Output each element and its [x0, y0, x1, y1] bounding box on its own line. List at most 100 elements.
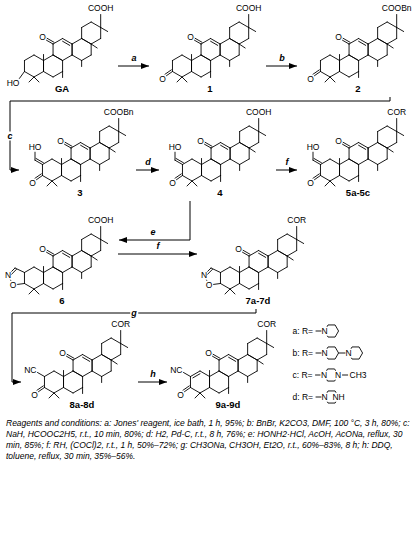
bond-line: [34, 55, 44, 61]
compound-structure: CORONCO8a-8d: [24, 318, 136, 412]
bond-line: [249, 267, 259, 273]
bond-line: [100, 143, 110, 149]
bond-line: [287, 234, 297, 240]
bond-line: [257, 355, 267, 361]
skeleton: [152, 2, 264, 96]
bond-line: [83, 355, 93, 361]
bond-line: [230, 284, 240, 290]
bond-line: [328, 337, 335, 338]
bond-line: [101, 344, 102, 355]
bond-line: [378, 39, 388, 45]
bond-line: [248, 28, 249, 39]
compound-structure: COROHOO5a-5c: [300, 106, 412, 200]
atom-label: O: [9, 281, 17, 290]
bond-line: [72, 39, 82, 45]
bond-line: [278, 234, 288, 240]
bond-line: [230, 289, 235, 294]
bond-line: [349, 159, 359, 165]
atom-label: O: [169, 178, 177, 187]
bond-line: [83, 357, 90, 361]
bond-line: [43, 61, 44, 72]
bond-line: [330, 55, 340, 61]
bond-line: [82, 251, 92, 257]
bond-line: [92, 360, 93, 371]
bond-line: [239, 22, 249, 28]
bond-line: [387, 22, 397, 28]
bond-line: [42, 159, 52, 165]
bond-line: [43, 267, 44, 273]
bond-line: [211, 159, 221, 165]
bond-line: [24, 55, 34, 61]
bond-line: [249, 126, 259, 132]
bond-line: [90, 148, 91, 159]
bond-line: [63, 371, 64, 377]
reagent-letter: e: [149, 228, 156, 237]
bond-line: [220, 44, 221, 55]
bond-line: [377, 61, 378, 67]
bond-line: [340, 159, 350, 165]
atom-label: NC: [170, 366, 183, 375]
bond-line: [72, 256, 73, 267]
bond-line: [328, 390, 335, 391]
bond-line: [42, 165, 43, 176]
bond-line: [192, 176, 202, 182]
atom-label: COR: [257, 320, 277, 329]
bond-line: [34, 72, 44, 78]
bond-line: [211, 39, 221, 45]
bond-line: [101, 28, 108, 32]
bond-line: [53, 55, 63, 61]
bond-line: [239, 44, 240, 55]
bond-line: [378, 143, 388, 149]
bond-line: [238, 360, 239, 371]
bond-line: [209, 377, 210, 388]
bond-line: [258, 273, 259, 284]
bond-line: [201, 44, 202, 55]
bond-line: [100, 240, 101, 251]
bond-line: [111, 355, 121, 361]
bond-line: [118, 132, 119, 143]
reaction-arrow: [10, 97, 390, 170]
bond-line: [278, 251, 288, 257]
compound-number: 3: [77, 188, 83, 198]
bond-line: [102, 355, 112, 361]
atom-label: COOBn: [381, 4, 412, 13]
bond-line: [73, 371, 83, 377]
bond-line: [259, 267, 269, 273]
bond-line: [339, 165, 340, 176]
bond-line: [368, 148, 369, 159]
atom-label: O: [235, 245, 243, 254]
bond-line: [349, 176, 359, 182]
bond-line: [111, 360, 117, 364]
bond-line: [73, 388, 83, 394]
compound-number: 6: [59, 296, 65, 306]
bond-line: [43, 55, 44, 61]
bond-line: [172, 55, 182, 61]
bond-line: [359, 143, 369, 149]
bond-line: [378, 143, 388, 149]
compound-number: 1: [207, 84, 213, 94]
bond-line: [387, 148, 388, 159]
bond-line: [71, 176, 81, 182]
bond-line: [257, 338, 267, 344]
bond-line: [277, 273, 278, 279]
atom-label: COOH: [87, 4, 114, 13]
bond-line: [335, 353, 339, 359]
r-group-label: N: [345, 349, 352, 358]
bond-line: [92, 355, 102, 361]
bond-line: [359, 159, 369, 165]
atom-label: O: [197, 137, 205, 146]
bond-line: [34, 289, 39, 294]
bond-line: [67, 354, 74, 358]
reaction-arrow: [138, 382, 167, 383]
atom-label: O: [39, 33, 47, 42]
bond-line: [230, 159, 240, 165]
bond-line: [396, 119, 397, 132]
bond-line: [352, 346, 359, 347]
reagent-letter: f: [156, 242, 161, 251]
compound-number: 5a-5c: [345, 188, 370, 198]
bond-line: [166, 72, 172, 77]
bond-line: [296, 240, 297, 251]
compound-structure: COOBnOHOO3: [22, 106, 134, 200]
bond-line: [201, 55, 211, 61]
